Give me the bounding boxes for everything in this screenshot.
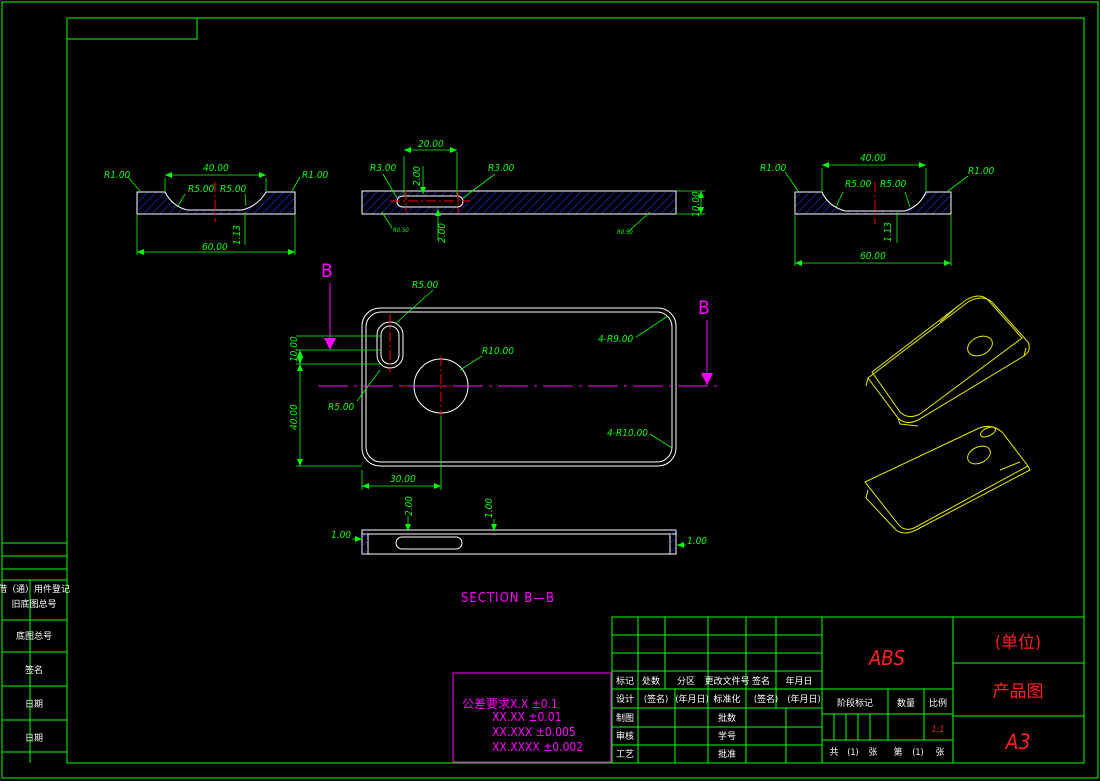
strip-label-signature: 签名	[25, 664, 43, 676]
plan-dim-10: 10.00	[289, 336, 300, 362]
strip-label-old-number: 旧底图总号	[11, 598, 56, 610]
tb-ratio: 比例	[929, 697, 947, 709]
iso-view-bottom	[864, 426, 1031, 534]
tb-batch: 批数	[718, 712, 736, 724]
plan-dim-corner-bot: 4-R10.00	[607, 428, 648, 439]
side-view: 20.00 R3.00 R3.00 R0.50 R0.50 2.00 2.00 …	[361, 139, 705, 243]
left-revision-strip: 借（通）用件登记 旧底图总号 底图总号 签名 日期 日期	[0, 542, 70, 763]
tb-process: 工艺	[616, 749, 634, 760]
tolerance-line-3: XX.XXX ±0.005	[492, 725, 576, 739]
tb-sheet-total-unit: 张	[868, 747, 877, 758]
right-end-dim-r1-left: R1.00	[760, 163, 787, 174]
tb-material: ABS	[868, 646, 905, 670]
side-dim-leader-b: R0.50	[617, 229, 633, 236]
tolerance-prefix: 公差要求	[462, 697, 510, 711]
tb-sheet-total-n: (1)	[847, 748, 858, 758]
tb-sheet-size: A3	[1005, 730, 1031, 754]
side-dim-leader-a: R0.50	[393, 227, 409, 234]
plan-view: B B R5.00 R5.00 R10.00 4-R9.00 4-R10.00 …	[289, 260, 722, 490]
left-end-dim-r1-right: R1.00	[302, 170, 329, 181]
plan-dim-r10-hole: R10.00	[482, 346, 514, 357]
tolerance-line-4: XX.XXXX ±0.002	[492, 740, 583, 754]
right-end-dim-r1-right: R1.00	[968, 166, 995, 177]
tb-header-change-doc: 更改文件号	[704, 675, 749, 687]
left-end-view: R1.00 40.00 R5.00 R5.00 R1.00 60.00 1.13	[104, 163, 329, 255]
tb-design: 设计	[616, 693, 634, 705]
section-mark-left: B	[321, 260, 333, 282]
iso-view-top	[865, 295, 1030, 427]
tb-standard: 标准化	[713, 693, 740, 705]
tolerance-line-2: XX.XX ±0.01	[492, 710, 562, 724]
section-dim-wall: 2.00	[404, 496, 415, 516]
right-end-section-fill	[794, 191, 952, 215]
tb-unit: (单位)	[995, 633, 1041, 653]
tb-sheet-index-n: (1)	[912, 748, 923, 758]
section-title: SECTION B—B	[461, 591, 555, 606]
tolerance-note: 公差要求 X.X ±0.1 XX.XX ±0.01 XX.XXX ±0.005 …	[452, 672, 612, 763]
side-dim-20: 20.00	[418, 139, 444, 150]
left-end-dim-r1-left: R1.00	[104, 170, 131, 181]
tb-part-name: 产品图	[993, 682, 1044, 702]
strip-label-base-number: 底图总号	[16, 630, 52, 642]
right-end-dim-40: 40.00	[860, 153, 886, 164]
side-dim-2-top: 2.00	[412, 166, 423, 186]
plan-dim-r5-side: R5.00	[328, 402, 355, 413]
section-dim-right: 1.00	[687, 536, 707, 547]
tb-standard-sign: (签名)	[754, 693, 778, 705]
tb-header-sign: 签名	[752, 675, 770, 687]
tolerance-line-1: X.X ±0.1	[510, 697, 558, 711]
tb-quantity: 数量	[897, 697, 915, 709]
side-dim-2-bot: 2.00	[437, 223, 448, 243]
left-end-dim-r5-a: R5.00	[188, 184, 215, 195]
tb-header-date: 年月日	[785, 675, 812, 687]
section-mark-right: B	[698, 297, 710, 319]
tb-stage-mark: 阶段标记	[837, 697, 873, 709]
plan-outer-outline	[361, 307, 677, 467]
strip-label-date-1: 日期	[25, 699, 43, 710]
tb-standard-date: (年月日)	[787, 693, 820, 705]
strip-label-date-2: 日期	[25, 733, 43, 744]
tb-design-sign: (签名)	[644, 693, 668, 705]
tb-scale: 1:1	[931, 725, 944, 735]
tb-approve: 批准	[718, 748, 736, 760]
side-dim-r3-right: R3.00	[488, 163, 515, 174]
right-end-view: R1.00 40.00 R5.00 R5.00 R1.00 60.00 1.13	[760, 153, 995, 266]
strip-label-borrow: 借（通）用件登记	[0, 583, 70, 595]
plan-dim-40: 40.00	[289, 404, 300, 430]
title-block: 标记 处数 分区 更改文件号 签名 年月日 设计 (签名) (年月日) 标准化 …	[611, 616, 1085, 764]
side-dim-r3-left: R3.00	[370, 163, 397, 174]
section-dim-thick: 1.00	[484, 498, 495, 518]
right-end-dim-r5-b: R5.00	[880, 179, 907, 190]
tb-header-zone: 分区	[677, 676, 695, 687]
right-end-dim-60: 60.00	[860, 251, 886, 262]
plan-inner-outline	[365, 311, 673, 463]
right-end-dim-depth: 1.13	[883, 222, 894, 242]
left-end-dim-r5-b: R5.00	[220, 184, 247, 195]
right-end-dim-r5-a: R5.00	[845, 179, 872, 190]
tb-header-count: 处数	[642, 675, 660, 687]
plan-dim-corner-top: 4-R9.00	[598, 334, 634, 345]
tb-design-date: (年月日)	[675, 693, 708, 705]
left-end-dim-40: 40.00	[203, 163, 229, 174]
side-dim-thickness: 10.00	[691, 191, 702, 217]
tb-sheet-total: 共	[829, 747, 838, 758]
section-b-b-view: 1.00 1.00 2.00 1.00 SECTION B—B	[331, 496, 707, 606]
plan-dim-30: 30.00	[390, 474, 416, 485]
left-end-dim-60: 60.00	[202, 242, 228, 253]
left-end-dim-depth: 1.13	[232, 225, 243, 245]
tb-header-mark: 标记	[616, 675, 634, 687]
left-end-section-fill	[136, 191, 296, 215]
tb-review: 审核	[616, 730, 634, 742]
section-slot	[395, 536, 463, 550]
tb-sheet-index: 第	[893, 746, 902, 758]
plan-dim-r5-top: R5.00	[412, 280, 439, 291]
tb-sheet-index-unit: 张	[935, 747, 944, 758]
tb-student-id: 学号	[718, 730, 736, 742]
section-dim-left: 1.00	[331, 530, 351, 541]
tb-drawing: 制图	[616, 712, 634, 724]
